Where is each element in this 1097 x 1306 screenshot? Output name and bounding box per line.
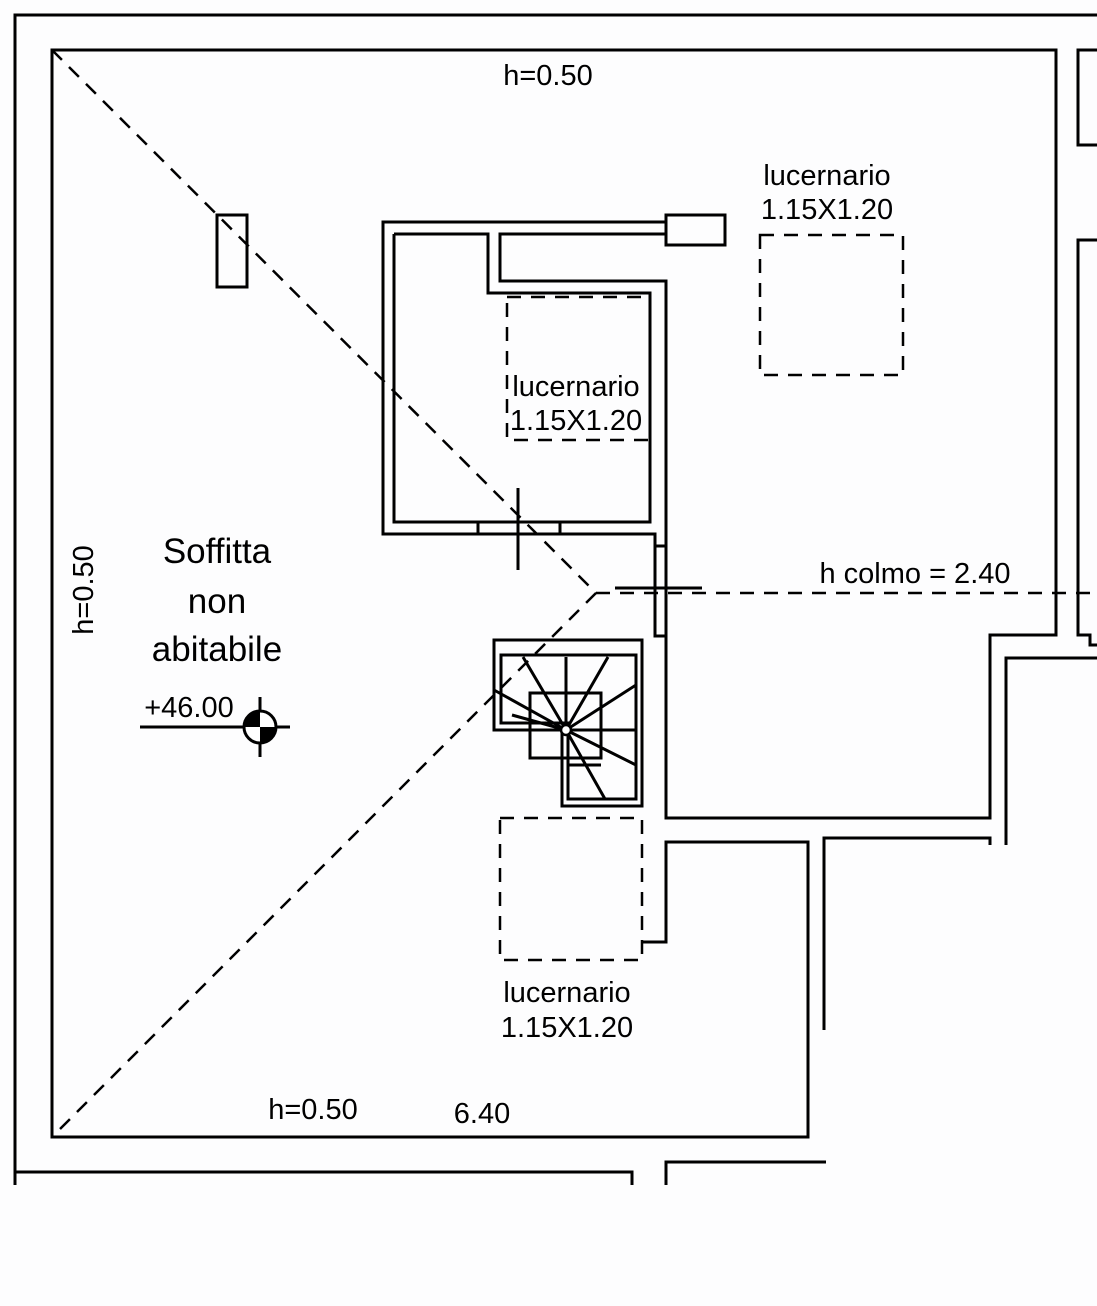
skylight-size: 1.15X1.20 [501,1012,633,1044]
wall-segment [822,836,992,1030]
skylight-size: 1.15X1.20 [761,194,893,226]
roof-lines [51,49,1097,1138]
room-name: Soffitta [163,532,272,571]
wall-segment [1076,48,1097,147]
elevation-marker [140,697,290,757]
stair-center [559,723,573,737]
elevation-label: +46.00 [144,692,234,724]
ridge-height-label: h colmo = 2.40 [819,558,1010,590]
wall-segment [664,1160,826,1185]
skylight-label: lucernario [763,160,890,192]
skylight-label: lucernario [503,977,630,1009]
height-label-bottom: h=0.50 [268,1094,358,1126]
wall-segment [1076,238,1097,647]
wall-segment [1004,656,1097,845]
skylight-label: lucernario [512,371,639,403]
room-wall [498,232,668,540]
skylight-size: 1.15X1.20 [510,405,642,437]
spiral-stair [492,638,644,808]
skylight-outline [758,233,905,377]
chimney [215,213,249,289]
room-name: non [188,582,246,621]
chimney [664,213,727,247]
outer-wall-bottom [15,1170,634,1185]
stair-outline [492,638,644,808]
hip-line [51,592,597,1138]
room-name: abitabile [152,630,282,669]
height-label-top: h=0.50 [503,60,593,92]
stair-inner [499,653,638,801]
dimension-label: 6.40 [454,1098,510,1130]
walls [13,13,1097,1185]
height-label-left: h=0.50 [68,545,100,635]
outer-wall [13,13,1097,1185]
skylight-outline [498,816,644,962]
room-inner-wall [392,232,652,524]
hip-line [51,49,597,594]
skylights [498,233,905,962]
